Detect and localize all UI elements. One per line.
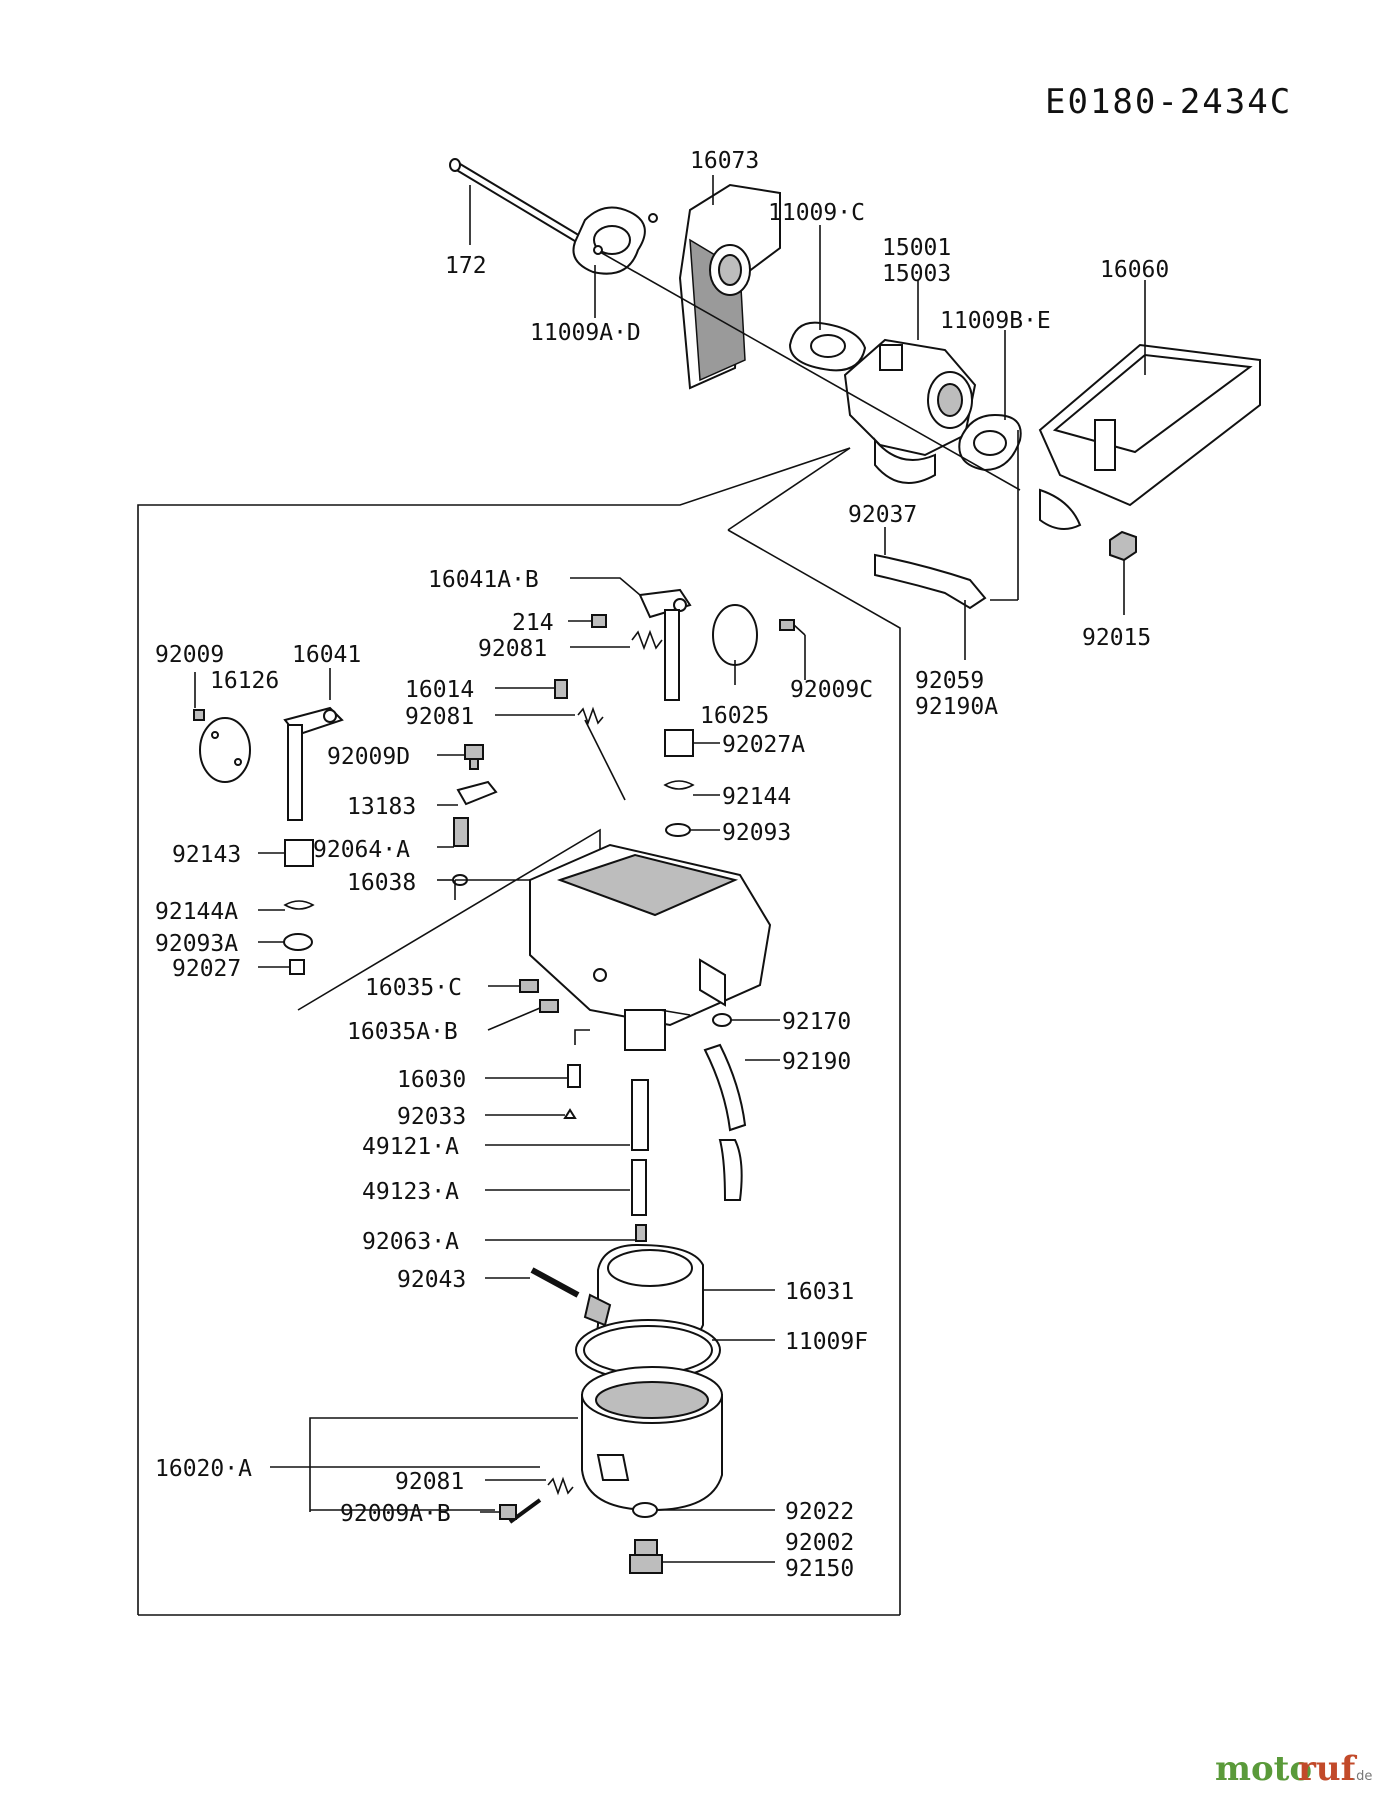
label-92009C: 92009C (790, 677, 873, 703)
label-15001: 15001 (882, 235, 951, 261)
float-bowl-16020A (581, 1366, 723, 1512)
label-92033: 92033 (397, 1104, 466, 1130)
idle-screw-parts (437, 744, 498, 886)
label-49123A: 49123·A (362, 1179, 459, 1205)
frame-right (727, 529, 901, 1615)
label-92002: 92002 (785, 1530, 854, 1556)
breather-hose-92037 (874, 527, 987, 660)
label-16020A: 16020·A (155, 1456, 252, 1482)
nut-92015 (1109, 530, 1137, 615)
choke-shaft-16041AB (570, 577, 692, 701)
choke-plate-16025 (712, 604, 806, 685)
label-92190A: 92190A (915, 694, 998, 720)
throttle-plate-16126 (193, 709, 251, 783)
label-16035AB: 16035A·B (347, 1019, 458, 1045)
fuel-hose-92190 (703, 1013, 780, 1201)
label-92027: 92027 (172, 956, 241, 982)
label-92059: 92059 (915, 668, 984, 694)
label-16025: 16025 (700, 703, 769, 729)
label-214: 214 (512, 610, 554, 636)
needle-valve-parts (485, 1029, 649, 1242)
label-11009F: 11009F (785, 1329, 868, 1355)
label-11009BE: 11009B·E (940, 308, 1051, 334)
bowl-bolt-parts (629, 1502, 775, 1574)
label-16031: 16031 (785, 1279, 854, 1305)
label-172: 172 (445, 253, 487, 279)
label-15003: 15003 (882, 261, 951, 287)
gasket-11009C (788, 225, 867, 372)
label-92015: 92015 (1082, 625, 1151, 651)
label-92081b: 92081 (405, 704, 474, 730)
label-92081c: 92081 (395, 1469, 464, 1495)
label-16030: 16030 (397, 1067, 466, 1093)
bowl-bracket-lines (270, 1417, 578, 1512)
throttle-spring-parts (258, 839, 315, 975)
label-92150: 92150 (785, 1556, 854, 1582)
screw-16014 (495, 679, 626, 801)
label-49121A: 49121·A (362, 1134, 459, 1160)
label-16041: 16041 (292, 642, 361, 668)
carburetor-assembly-top (843, 280, 977, 484)
stud-172 (449, 158, 583, 245)
throttle-shaft-16041 (283, 668, 344, 821)
label-16073: 16073 (690, 148, 759, 174)
frame-left (137, 447, 851, 1615)
label-92064A: 92064·A (313, 837, 410, 863)
label-16060: 16060 (1100, 257, 1169, 283)
label-92037: 92037 (848, 502, 917, 528)
label-92170: 92170 (782, 1009, 851, 1035)
jet-screws-16035 (487, 979, 559, 1031)
label-92093A: 92093A (155, 931, 238, 957)
label-92009D: 92009D (327, 744, 410, 770)
screw-214 (568, 614, 607, 628)
label-92027A: 92027A (722, 732, 805, 758)
watermark-name-a: moto (1215, 1749, 1312, 1789)
label-92009AB: 92009A·B (340, 1501, 451, 1527)
label-92190: 92190 (782, 1049, 851, 1075)
label-92043: 92043 (397, 1267, 466, 1293)
watermark-name-b: ruf (1298, 1749, 1358, 1789)
bowl-gasket-11009F (575, 1319, 775, 1381)
spring-92081a (570, 629, 663, 651)
label-16038: 16038 (347, 870, 416, 896)
label-92143: 92143 (172, 842, 241, 868)
gasket-11009AD (572, 206, 658, 318)
label-92081a: 92081 (478, 636, 547, 662)
insulator-16073 (678, 175, 781, 390)
label-92009: 92009 (155, 642, 224, 668)
gasket-11009BE (958, 330, 1022, 472)
label-16014: 16014 (405, 677, 474, 703)
diagram-code: E0180-2434C (1045, 82, 1292, 122)
label-92022: 92022 (785, 1499, 854, 1525)
label-16035C: 16035·C (365, 975, 462, 1001)
drain-screw-parts (480, 1476, 574, 1524)
watermark-suffix: .de (1352, 1769, 1372, 1784)
watermark-logo: moto ruf .de (1215, 1749, 1372, 1789)
label-92144: 92144 (722, 784, 791, 810)
assembly-axis-line (599, 251, 1021, 491)
label-16126: 16126 (210, 668, 279, 694)
label-92144A: 92144A (155, 899, 238, 925)
label-11009C: 11009·C (768, 200, 865, 226)
frame-top (727, 447, 851, 531)
choke-spring-parts (663, 729, 720, 837)
label-11009AD: 11009A·D (530, 320, 641, 346)
label-92063A: 92063·A (362, 1229, 459, 1255)
label-92093: 92093 (722, 820, 791, 846)
carburetor-body (529, 843, 772, 1051)
air-cleaner-base-16060 (1038, 280, 1261, 530)
label-16041AB: 16041A·B (428, 567, 539, 593)
label-13183: 13183 (347, 794, 416, 820)
